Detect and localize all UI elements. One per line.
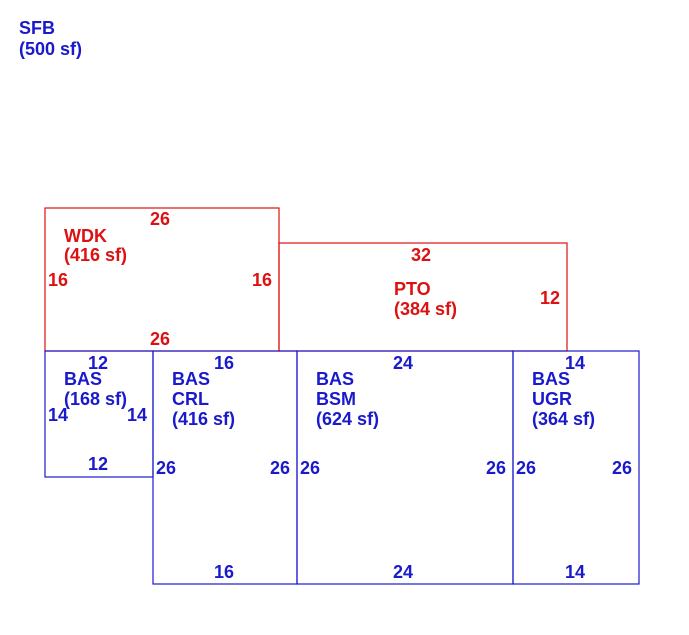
- wdk-dim-left: 16: [48, 270, 68, 290]
- bas-crl-dim-left: 26: [156, 458, 176, 478]
- bas-crl-dim-right: 26: [270, 458, 290, 478]
- bas-bsm-subcode: BSM: [316, 389, 356, 409]
- summary-code: SFB: [19, 18, 55, 38]
- summary-area: (500 sf): [19, 39, 82, 59]
- bas-bsm-dim-right: 26: [486, 458, 506, 478]
- bas-ugr-dim-top: 14: [565, 353, 585, 373]
- bas-ugr-outline: [512, 350, 640, 585]
- bas-crl-area: (416 sf): [172, 409, 235, 429]
- bas-main-code: BAS: [64, 369, 102, 389]
- wdk-area: (416 sf): [64, 245, 127, 265]
- pto-dim-top: 32: [411, 245, 431, 265]
- pto-dim-right: 12: [540, 288, 560, 308]
- bas-bsm-dim-bottom: 24: [393, 562, 413, 582]
- bas-main-dim-top: 12: [88, 353, 108, 373]
- bas-bsm-code: BAS: [316, 369, 354, 389]
- bas-crl-dim-bottom: 16: [214, 562, 234, 582]
- bas-bsm-dim-left: 26: [300, 458, 320, 478]
- bas-ugr-code: BAS: [532, 369, 570, 389]
- wdk-code: WDK: [64, 226, 107, 246]
- wdk-dim-right: 16: [252, 270, 272, 290]
- bas-ugr-dim-right: 26: [612, 458, 632, 478]
- bas-ugr-subcode: UGR: [532, 389, 572, 409]
- bas-bsm-area: (624 sf): [316, 409, 379, 429]
- pto-area: (384 sf): [394, 299, 457, 319]
- bas-crl-code: BAS: [172, 369, 210, 389]
- bas-main-dim-left: 14: [48, 405, 68, 425]
- bas-main-dim-bottom: 12: [88, 454, 108, 474]
- bas-bsm-dim-top: 24: [393, 353, 413, 373]
- bas-ugr-dim-left: 26: [516, 458, 536, 478]
- pto-code: PTO: [394, 279, 431, 299]
- bas-ugr-area: (364 sf): [532, 409, 595, 429]
- bas-ugr-dim-bottom: 14: [565, 562, 585, 582]
- bas-main-dim-right: 14: [127, 405, 147, 425]
- wdk-dim-top: 26: [150, 209, 170, 229]
- bas-main-area: (168 sf): [64, 389, 127, 409]
- bas-crl-dim-top: 16: [214, 353, 234, 373]
- bas-crl-subcode: CRL: [172, 389, 209, 409]
- wdk-dim-bottom: 26: [150, 329, 170, 349]
